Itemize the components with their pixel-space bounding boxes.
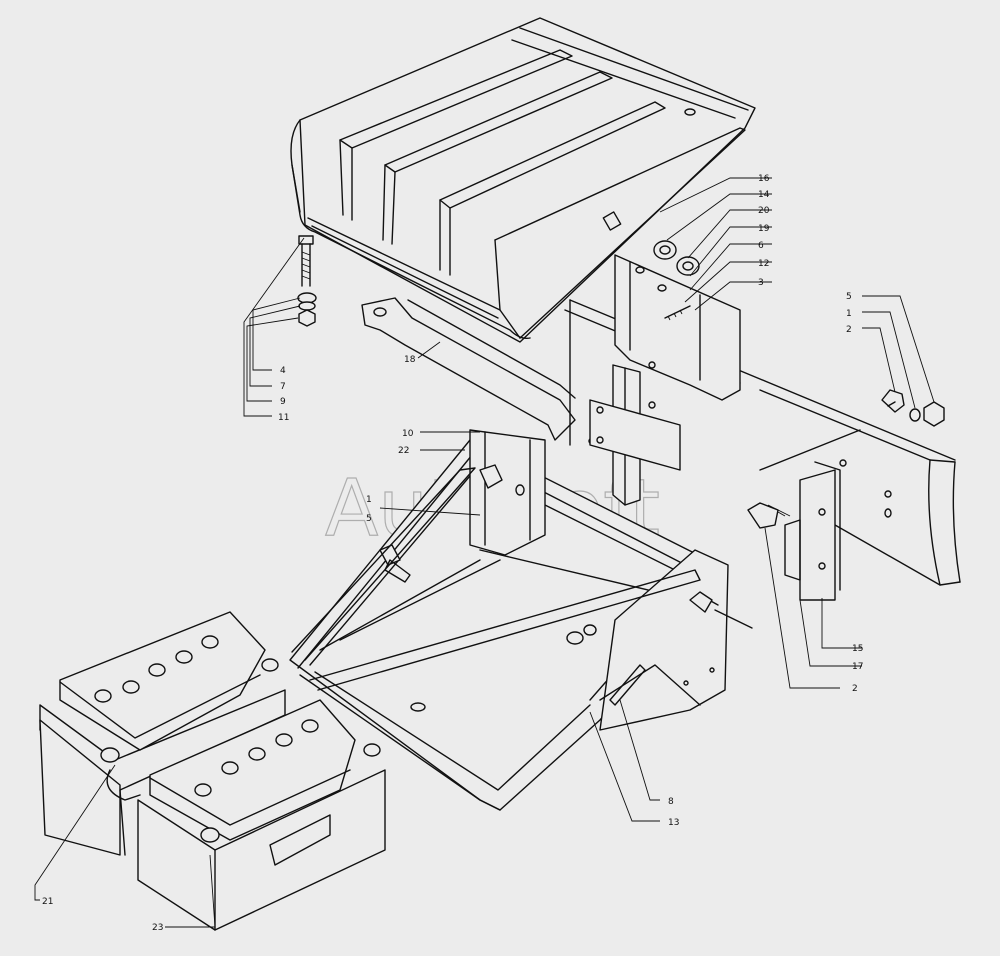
callout-1-top: 1 [846,309,852,319]
callout-6: 6 [758,241,764,251]
callout-4: 4 [280,366,286,376]
callout-1-mid: 1 [366,495,372,505]
callout-2-top: 2 [846,325,852,335]
callout-11: 11 [278,413,289,423]
callout-16: 16 [758,174,770,184]
callout-20: 20 [758,206,770,216]
callout-23: 23 [152,923,163,933]
side-brackets [589,361,841,601]
callout-7: 7 [280,382,286,392]
callout-5-top: 5 [846,292,852,302]
callout-3: 3 [758,278,764,288]
callout-15: 15 [852,644,863,654]
battery-box-cover [290,17,756,343]
callout-12: 12 [758,259,769,269]
callout-17: 17 [852,662,863,672]
callout-labels: 16 14 20 19 6 12 3 5 1 2 4 7 9 11 18 10 … [42,174,863,933]
callout-8: 8 [668,797,674,807]
callout-21: 21 [42,897,53,907]
callout-10: 10 [402,429,414,439]
callout-9: 9 [280,397,286,407]
callout-14: 14 [758,190,770,200]
callout-18: 18 [404,355,416,365]
mounting-plate-16 [614,240,741,401]
clamp-frame [291,467,701,691]
battery-rear [39,611,286,856]
callout-2-bottom: 2 [852,684,858,694]
callout-13: 13 [668,818,679,828]
battery-front [106,699,386,931]
callout-5-mid: 5 [366,514,372,524]
bolt-4 [297,235,317,327]
callout-22: 22 [398,446,409,456]
callout-19: 19 [758,224,770,234]
bolt-2-right [747,389,945,529]
leader-lines [34,177,935,928]
